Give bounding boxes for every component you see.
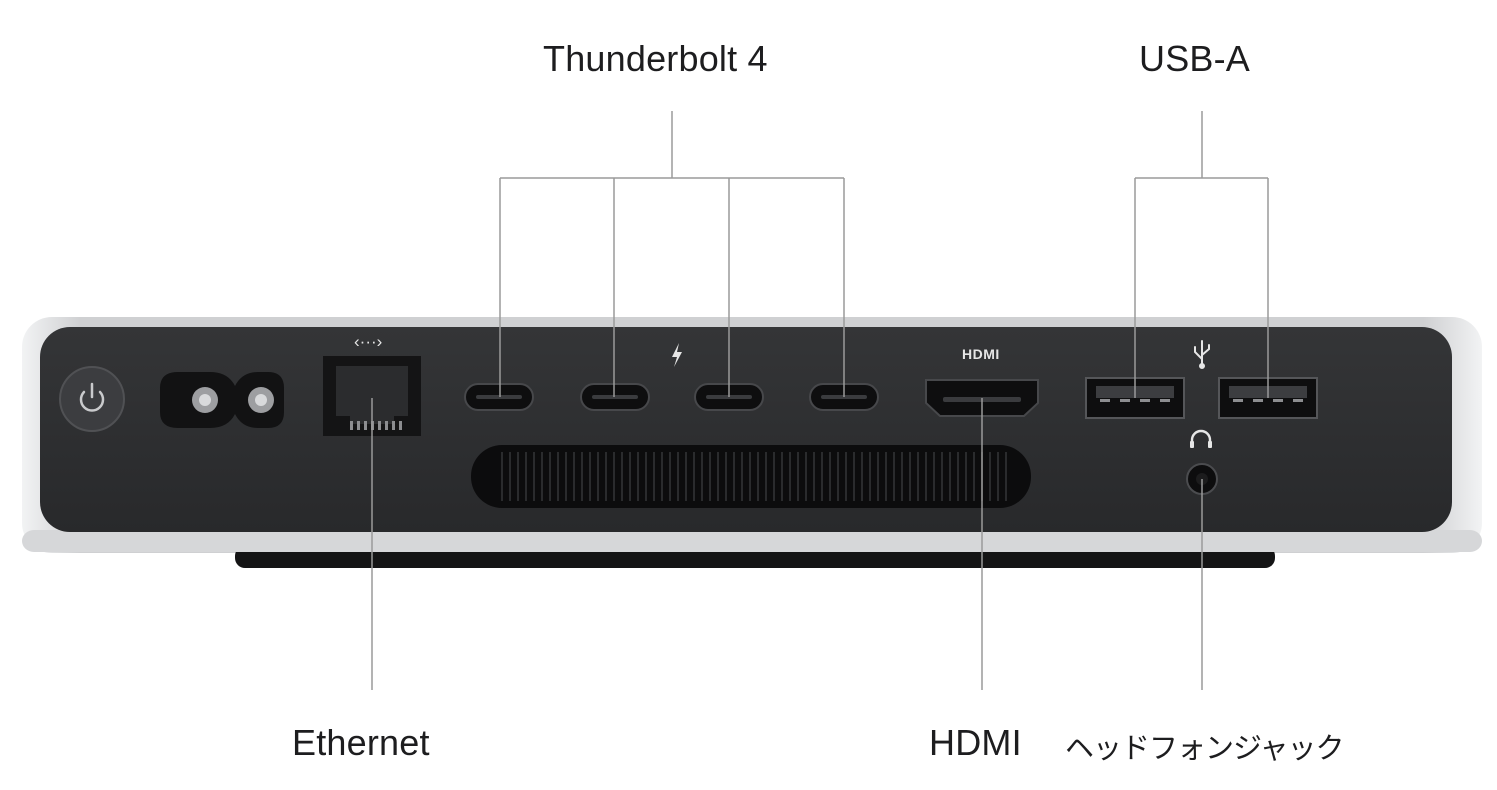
ethernet-label: Ethernet <box>292 722 430 763</box>
thunderbolt-port[interactable] <box>464 383 534 411</box>
power-button[interactable] <box>59 366 125 432</box>
hdmi-label: HDMI <box>929 722 1022 763</box>
thunderbolt-label: Thunderbolt 4 <box>543 38 768 79</box>
usb-a-label: USB-A <box>1139 38 1251 79</box>
usb-trident-icon <box>1194 340 1210 369</box>
thunderbolt-bolt-icon <box>672 343 682 367</box>
ac-power-inlet <box>160 372 284 428</box>
power-icon <box>79 382 105 412</box>
ventilation-grille <box>471 445 1031 508</box>
chassis-lip <box>22 530 1482 552</box>
hdmi-panel-label: HDMI <box>962 346 1000 362</box>
headphones-icon <box>1190 429 1212 448</box>
callout-lines <box>371 111 1269 690</box>
headphone-jack-label: ヘッドフォンジャック <box>1065 731 1345 765</box>
thunderbolt-port[interactable] <box>580 383 650 411</box>
ethernet-symbol: ‹···› <box>354 332 383 351</box>
